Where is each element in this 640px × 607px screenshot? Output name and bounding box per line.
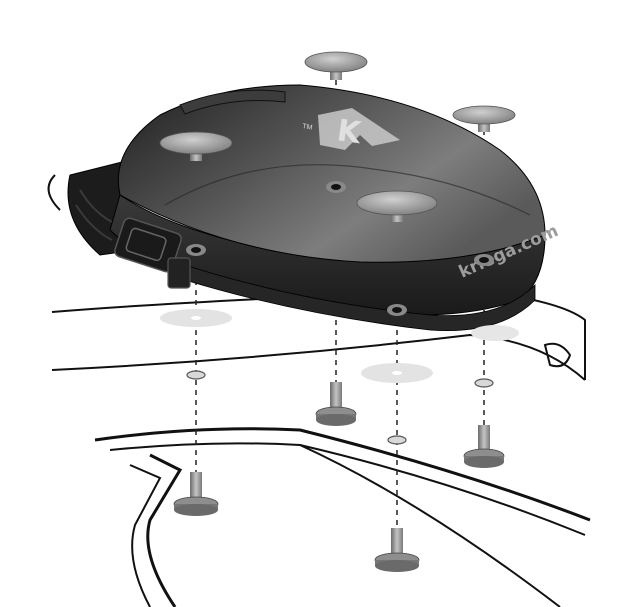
washer-icon — [160, 309, 232, 327]
mushroom-cap-icon — [159, 131, 233, 161]
hex-bolt-icon — [173, 472, 219, 516]
eyelet-icon — [474, 254, 494, 266]
o-ring-icon — [186, 370, 206, 380]
bag-top-panel — [117, 84, 546, 263]
eyelet-icon — [326, 181, 346, 193]
bag-compression-strap — [184, 264, 536, 331]
eyelet-icon — [186, 244, 206, 256]
mushroom-cap-icon — [356, 190, 438, 222]
o-ring-icon — [387, 435, 407, 445]
spacer-washers — [160, 309, 519, 383]
eyelet-icon — [387, 304, 407, 316]
hex-bolt-icon — [315, 382, 357, 426]
tail-bag — [67, 84, 546, 331]
mounting-caps — [159, 51, 516, 222]
mushroom-cap-icon — [452, 105, 516, 132]
bag-eyelets — [186, 181, 494, 316]
brand-logo: K TM — [302, 108, 400, 151]
washer-icon — [361, 363, 433, 383]
o-rings — [186, 370, 494, 445]
mushroom-cap-icon — [304, 51, 368, 80]
side-release-buckle — [114, 217, 191, 289]
o-ring-icon — [474, 378, 494, 388]
mounting-bolts — [173, 382, 505, 572]
grab-handle — [179, 89, 286, 115]
logo-trademark: TM — [302, 123, 313, 132]
washer-icon — [471, 325, 519, 341]
hex-bolt-icon — [374, 528, 420, 572]
hex-bolt-icon — [463, 425, 505, 468]
motorcycle-tail-outline — [47, 174, 591, 607]
